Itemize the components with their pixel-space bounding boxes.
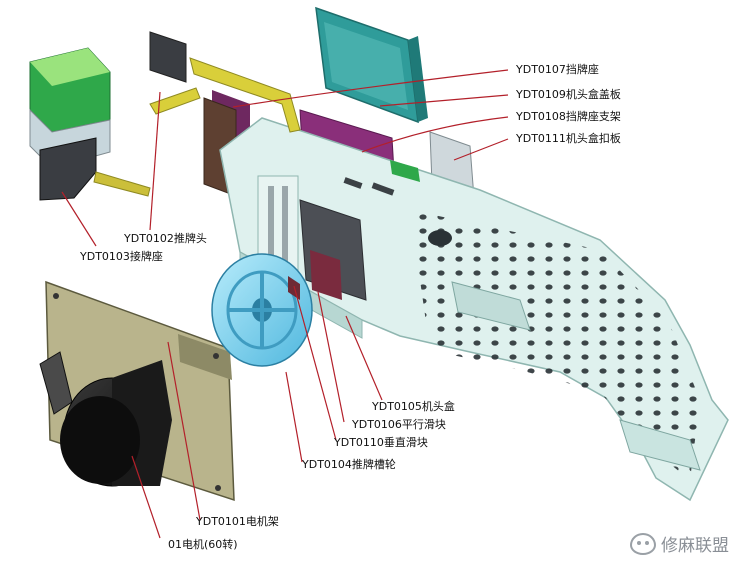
callout-ydt0102: YDT0102推牌头 — [124, 232, 207, 245]
callout-ydt0109: YDT0109机头盒盖板 — [516, 88, 621, 101]
leader-ydt0105 — [345, 315, 383, 401]
card-receiving-seat — [29, 47, 151, 201]
leader-ydt0101 — [167, 341, 201, 521]
callout-motor: 01电机(60转) — [168, 538, 238, 551]
wechat-logo-icon — [630, 532, 656, 555]
callout-ydt0111: YDT0111机头盒扣板 — [516, 132, 621, 145]
callout-ydt0103: YDT0103接牌座 — [80, 250, 163, 263]
leader-ydt0111 — [453, 138, 509, 161]
leader-motor — [131, 455, 161, 539]
callout-ydt0108: YDT0108挡牌座支架 — [516, 110, 621, 123]
callout-ydt0110: YDT0110垂直滑块 — [334, 436, 428, 449]
callout-ydt0105: YDT0105机头盒 — [372, 400, 455, 413]
leader-ydt0110 — [293, 285, 337, 441]
motor — [39, 351, 172, 487]
callout-ydt0104: YDT0104推牌槽轮 — [302, 458, 396, 471]
leader-ydt0107 — [232, 69, 509, 108]
leader-ydt0103 — [61, 191, 97, 247]
leader-ydt0106 — [317, 291, 345, 423]
callout-ydt0101: YDT0101电机架 — [196, 515, 279, 528]
callout-ydt0106: YDT0106平行滑块 — [352, 418, 446, 431]
head-box-cover-plate — [315, 6, 428, 124]
leader-ydt0109 — [379, 94, 509, 107]
card-push-sheave-wheel — [211, 253, 313, 367]
watermark: 修麻联盟 — [630, 531, 729, 556]
callout-ydt0107: YDT0107挡牌座 — [516, 63, 599, 76]
leader-ydt0104 — [285, 371, 303, 463]
card-push-head — [149, 31, 301, 133]
leader-ydt0108 — [361, 116, 509, 153]
watermark-text: 修麻联盟 — [661, 536, 729, 556]
leader-ydt0102 — [149, 91, 161, 231]
